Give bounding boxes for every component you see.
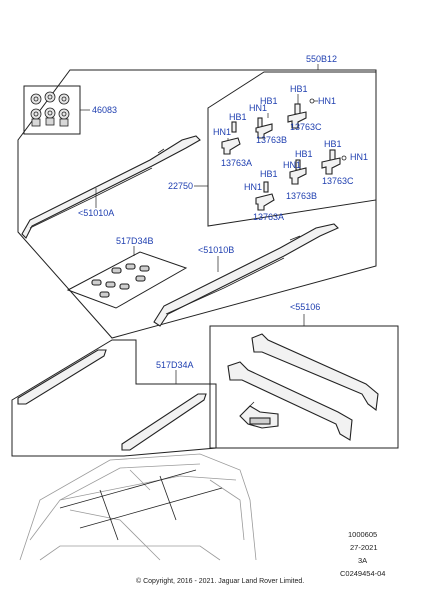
label-13763a-1[interactable]: 13763A xyxy=(221,158,252,168)
label-hn1-2[interactable]: HN1 xyxy=(249,103,267,113)
bracket-13763c-top xyxy=(287,94,318,129)
ref-22750[interactable]: 22750 xyxy=(168,181,193,191)
label-hn1-1[interactable]: HN1 xyxy=(318,96,336,106)
label-hb1-1[interactable]: HB1 xyxy=(290,84,308,94)
label-13763a-2[interactable]: 13763A xyxy=(253,212,284,222)
assembly-frame xyxy=(17,69,377,339)
fixings-frame xyxy=(207,71,377,227)
footer-ref-3: 3A xyxy=(358,556,367,565)
label-hn1-3[interactable]: HN1 xyxy=(213,127,231,137)
bracket-13763a-lower xyxy=(255,181,275,211)
ref-51010b[interactable]: <51010B xyxy=(198,245,234,255)
label-hb1-2[interactable]: HB1 xyxy=(260,96,278,106)
label-hb1-4[interactable]: HB1 xyxy=(324,139,342,149)
label-hb1-3[interactable]: HB1 xyxy=(229,112,247,122)
footer-ref-2: 27-2021 xyxy=(350,543,378,552)
label-hb1-5[interactable]: HB1 xyxy=(295,149,313,159)
insert-kit-b-frame xyxy=(66,251,188,309)
cross-bar-rear xyxy=(251,333,379,412)
ref-55106[interactable]: <55106 xyxy=(290,302,320,312)
bracket-13763b-upper xyxy=(255,113,273,139)
bracket-13763c-lower xyxy=(321,149,347,175)
label-hn1-6[interactable]: HN1 xyxy=(244,182,262,192)
bracket-13763b-lower xyxy=(289,159,307,185)
label-hn1-5[interactable]: HN1 xyxy=(283,160,301,170)
insert-strip-left xyxy=(17,349,107,405)
label-hb1-6[interactable]: HB1 xyxy=(260,169,278,179)
insert-kit-a-frame xyxy=(11,339,217,457)
ref-46083[interactable]: 46083 xyxy=(92,105,117,115)
footer-ref-1: 1000605 xyxy=(348,530,377,539)
label-13763b-1[interactable]: 13763B xyxy=(256,135,287,145)
ref-51010a[interactable]: <51010A xyxy=(78,208,114,218)
footer-ref-4: C0249454-04 xyxy=(340,569,385,578)
ref-550B12[interactable]: 550B12 xyxy=(306,54,337,64)
vehicle-roof-bars xyxy=(59,469,223,541)
roof-rail-right xyxy=(153,223,339,327)
roof-rail-left xyxy=(21,135,201,239)
label-13763c-1[interactable]: 13763C xyxy=(290,122,322,132)
copyright-text: © Copyright, 2016 - 2021. Jaguar Land Ro… xyxy=(136,577,304,585)
label-13763b-2[interactable]: 13763B xyxy=(286,191,317,201)
ref-517d34a[interactable]: 517D34A xyxy=(156,360,194,370)
label-hn1-4[interactable]: HN1 xyxy=(350,152,368,162)
vehicle-outline xyxy=(19,453,257,561)
insert-caps xyxy=(91,263,150,298)
fitting-tool xyxy=(239,401,279,429)
insert-strip-right xyxy=(121,393,207,451)
bracket-13763a-upper xyxy=(221,121,241,155)
cross-bars-frame xyxy=(209,325,399,449)
label-13763c-2[interactable]: 13763C xyxy=(322,176,354,186)
cross-bar-front xyxy=(227,361,353,441)
ref-517d34b[interactable]: 517D34B xyxy=(116,236,154,246)
clip-kit-illustration xyxy=(30,91,70,127)
